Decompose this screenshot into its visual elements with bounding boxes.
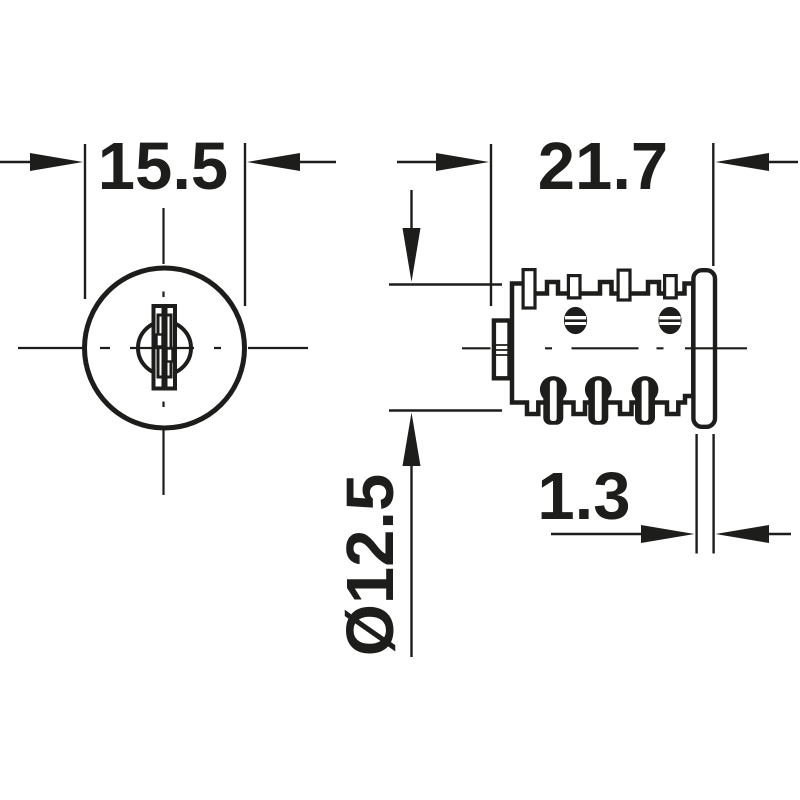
dimension-diameter: Ø12.5 bbox=[333, 190, 502, 657]
arrowhead-left-icon bbox=[715, 153, 769, 171]
top-pin bbox=[616, 268, 632, 302]
bottom-pin bbox=[539, 376, 567, 425]
screw-head bbox=[658, 306, 682, 335]
extension-lines bbox=[83, 143, 247, 306]
dim-label-diameter: Ø12.5 bbox=[333, 474, 408, 657]
top-pin bbox=[662, 274, 678, 300]
top-pin bbox=[521, 268, 537, 310]
dim-label-flange-thickness: 1.3 bbox=[537, 459, 630, 534]
arrowhead-up-icon bbox=[402, 412, 421, 466]
dimension-overall-length: 21.7 bbox=[397, 129, 798, 306]
top-pin bbox=[566, 274, 582, 300]
cam bbox=[491, 318, 512, 381]
side-view bbox=[462, 268, 747, 430]
screw-head bbox=[563, 306, 588, 335]
arrowhead-left-icon bbox=[715, 525, 769, 543]
dim-label-front-width: 15.5 bbox=[98, 129, 228, 204]
arrowhead-right-icon bbox=[641, 525, 695, 543]
dimension-flange-thickness: 1.3 bbox=[537, 434, 791, 554]
arrowhead-left-icon bbox=[247, 153, 300, 171]
extension-lines bbox=[489, 143, 715, 306]
arrowhead-down-icon bbox=[402, 228, 421, 282]
bottom-pin bbox=[631, 376, 659, 425]
bottom-pin bbox=[584, 376, 612, 425]
front-view bbox=[18, 208, 308, 495]
extension-lines bbox=[389, 283, 502, 412]
dim-label-overall-length: 21.7 bbox=[538, 129, 668, 204]
extension-lines bbox=[695, 434, 715, 554]
bottom-pins bbox=[539, 376, 659, 425]
arrowhead-right-icon bbox=[436, 153, 489, 171]
screw-heads bbox=[563, 306, 682, 335]
top-pins bbox=[521, 268, 678, 310]
arrowhead-right-icon bbox=[30, 153, 83, 171]
key-ward-left bbox=[155, 333, 164, 348]
key-ward-right bbox=[165, 347, 174, 363]
cam-detail-lines bbox=[494, 344, 511, 356]
dimension-front-width: 15.5 bbox=[0, 129, 336, 306]
